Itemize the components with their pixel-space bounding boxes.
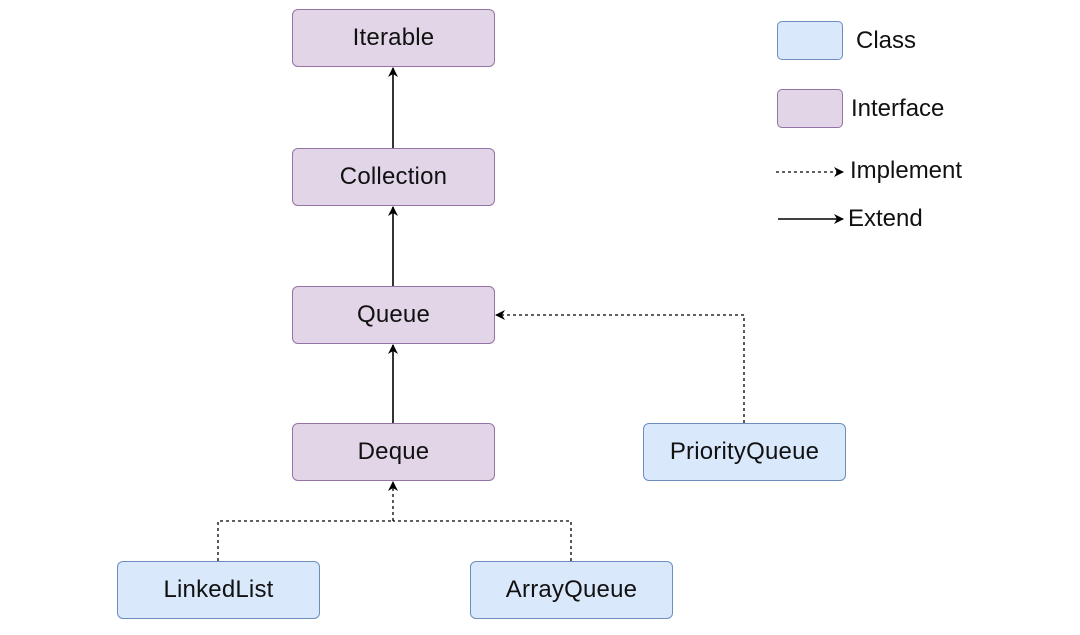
legend-class-swatch [777, 21, 843, 60]
iterable-label: Iterable [352, 24, 435, 51]
arrayqueue-label: ArrayQueue [505, 576, 638, 603]
linkedlist-node: LinkedList [117, 561, 320, 619]
legend-interface-label: Interface [851, 95, 945, 122]
legend-extend-label: Extend [848, 205, 923, 232]
edge-priorityqueue-implements-queue [495, 310, 745, 423]
edge-linkedlist-implements-deque [217, 520, 393, 561]
queue-label: Queue [356, 301, 431, 328]
legend-interface-swatch [777, 89, 843, 128]
priorityqueue-node: PriorityQueue [643, 423, 846, 481]
iterable-node: Iterable [292, 9, 495, 67]
collection-node: Collection [292, 148, 495, 206]
edge-arrayqueue-implements-deque [393, 520, 572, 561]
queue-node: Queue [292, 286, 495, 344]
priorityqueue-label: PriorityQueue [669, 438, 820, 465]
deque-node: Deque [292, 423, 495, 481]
deque-label: Deque [357, 438, 430, 465]
legend-class-label: Class [856, 27, 917, 54]
linkedlist-label: LinkedList [163, 576, 274, 603]
collection-label: Collection [339, 163, 448, 190]
arrayqueue-node: ArrayQueue [470, 561, 673, 619]
legend-implement-label: Implement [850, 157, 963, 184]
